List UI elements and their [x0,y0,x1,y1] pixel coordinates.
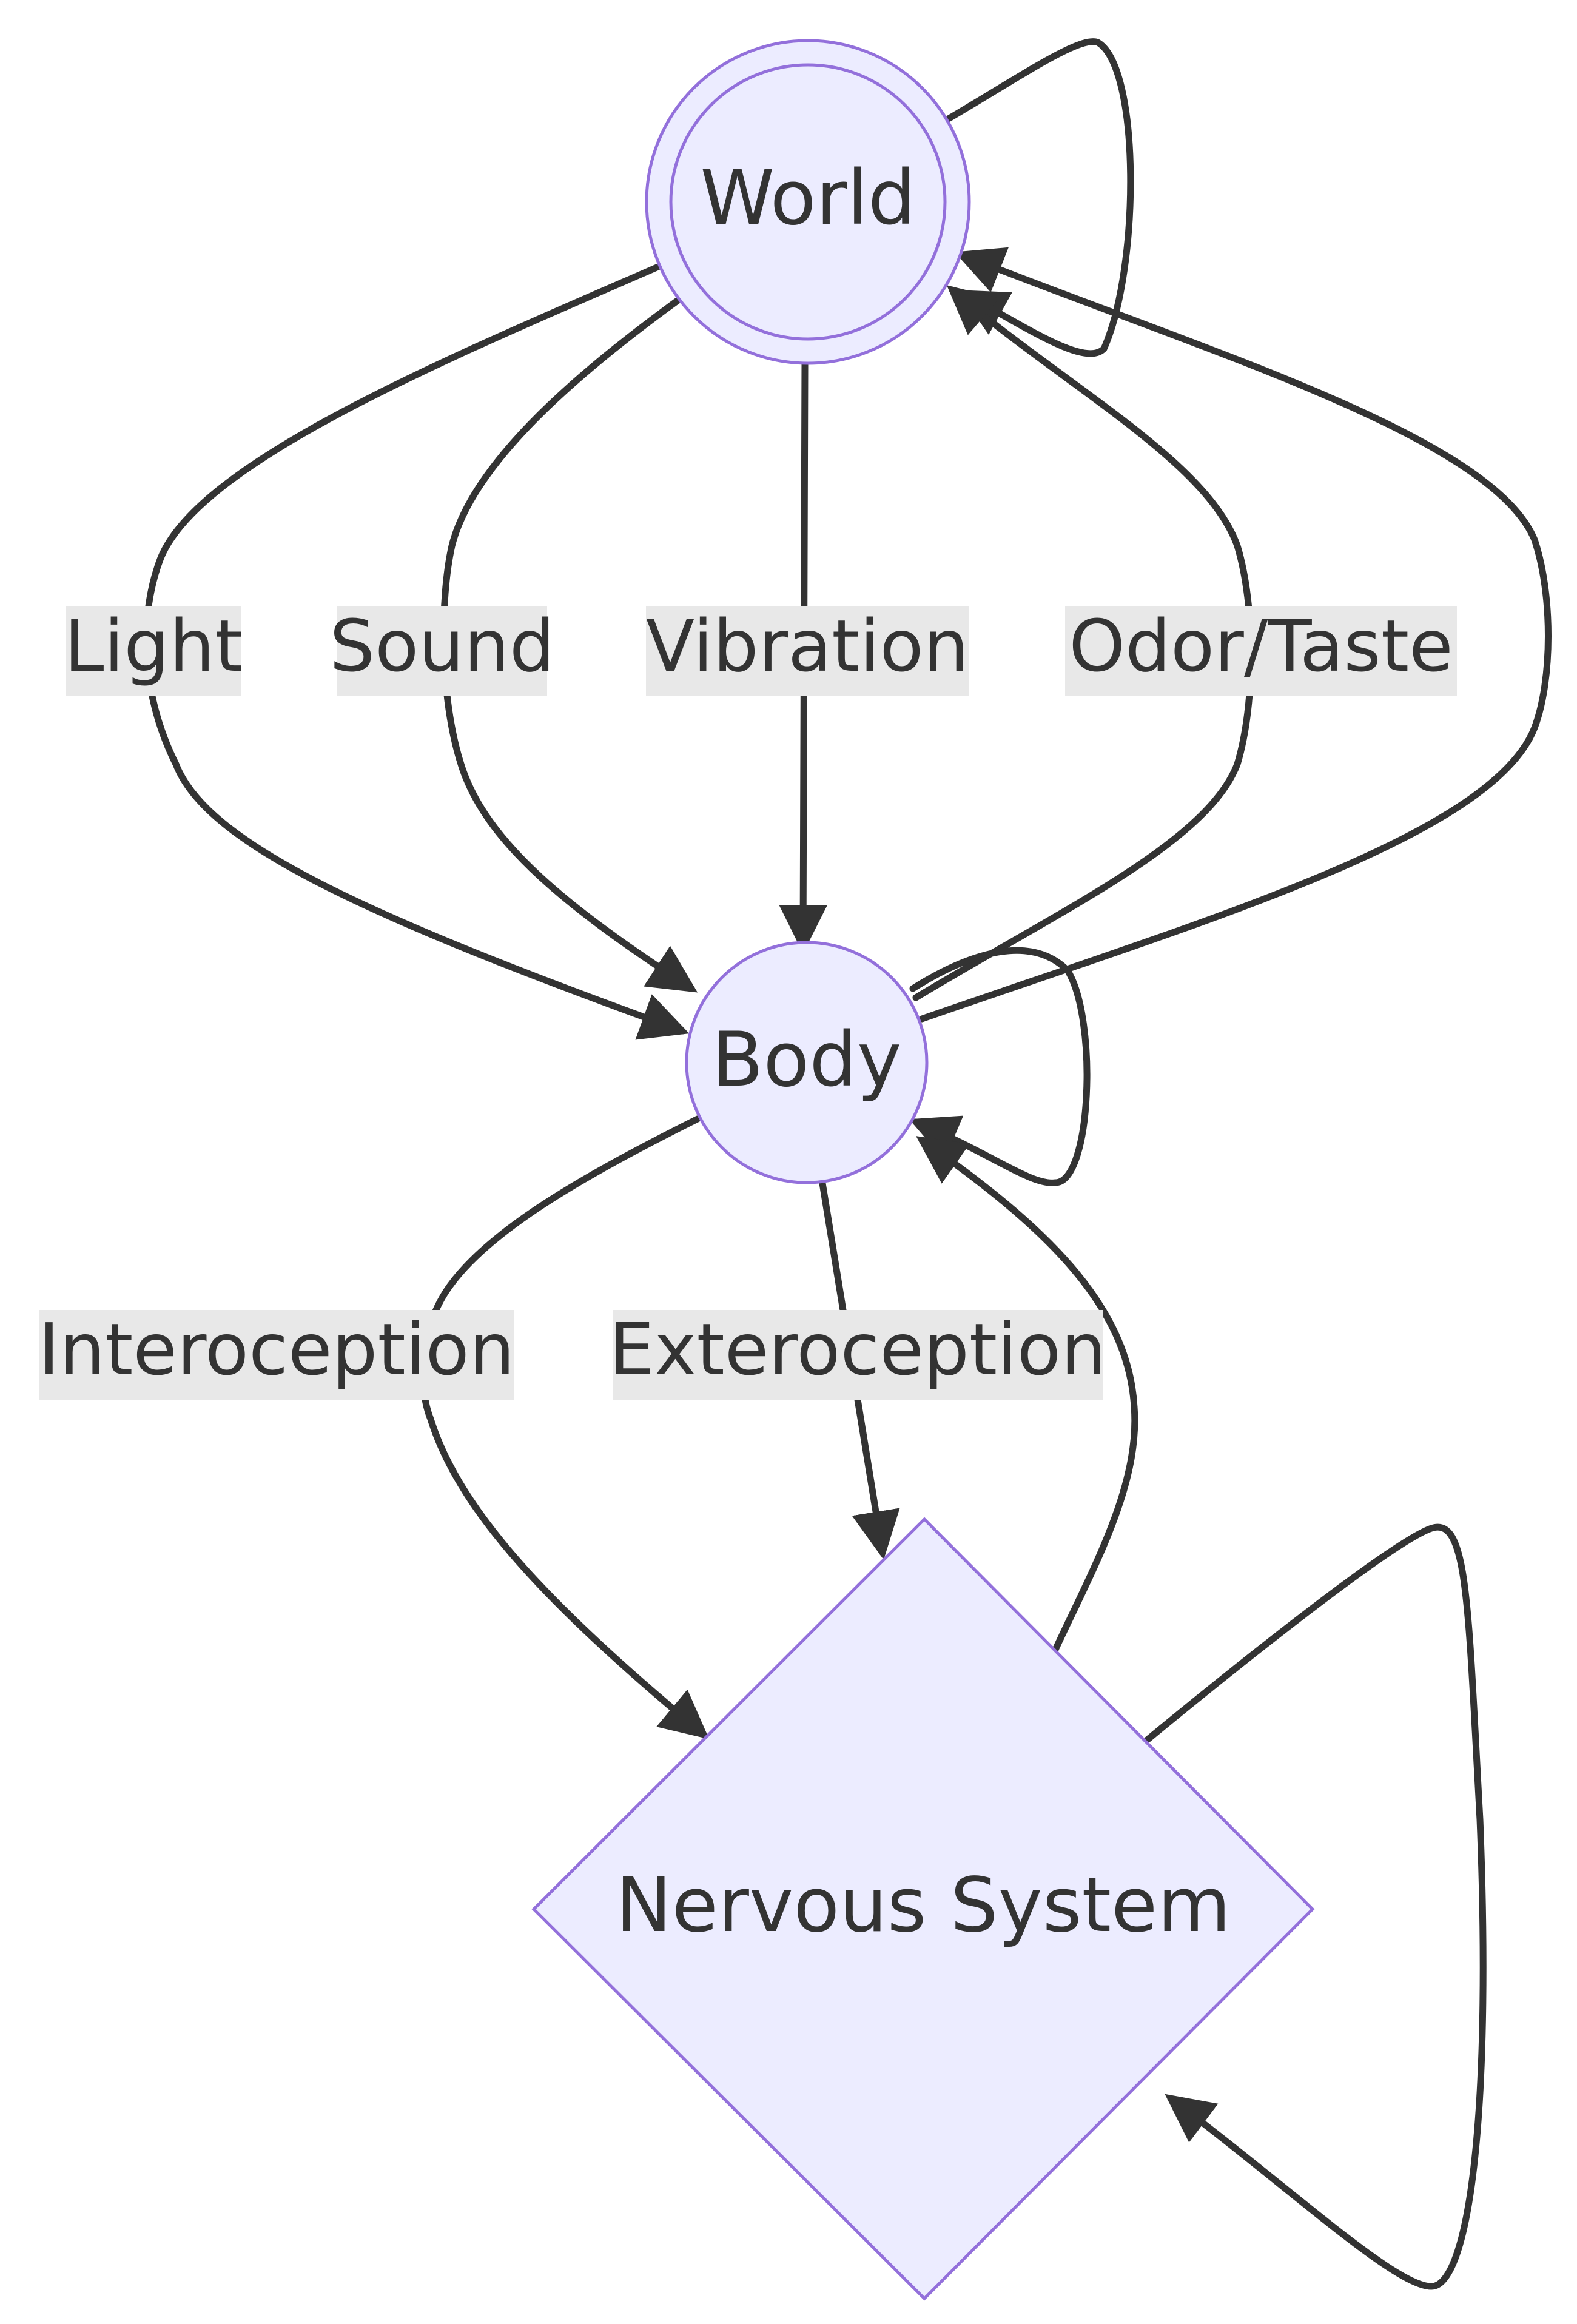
edge-labels: Light Sound Vibration Odor/Taste Interoc… [39,604,1457,1400]
node-body[interactable]: Body [685,941,929,1184]
label-exteroception-text: Exteroception [609,1308,1106,1391]
label-interoception-text: Interoception [39,1308,515,1391]
label-vibration-text: Vibration [646,604,969,688]
node-nervous-system-label: Nervous System [616,1862,1231,1949]
edge-body-self-loop[interactable] [909,947,1091,1186]
edge-nervous-system-body[interactable] [916,1136,1138,1653]
node-world[interactable]: World [645,39,971,365]
label-light-text: Light [64,604,243,688]
label-sound: Sound [329,604,555,696]
edge-interoception[interactable] [419,1115,710,1739]
label-odor-taste-text: Odor/Taste [1069,604,1453,688]
label-light: Light [64,604,243,696]
edge-body-world-outer[interactable] [918,247,1552,1023]
label-exteroception: Exteroception [609,1308,1106,1400]
edge-world-self-loop[interactable] [943,38,1134,357]
node-world-label: World [700,155,915,242]
label-sound-text: Sound [329,604,555,688]
node-nervous-system[interactable]: Nervous System [531,1517,1315,2301]
label-odor-taste: Odor/Taste [1065,604,1457,696]
label-vibration: Vibration [646,604,969,696]
node-body-label: Body [711,1016,901,1104]
label-interoception: Interoception [39,1308,515,1400]
edge-nervous-system-self-loop[interactable] [1143,1523,1487,2290]
